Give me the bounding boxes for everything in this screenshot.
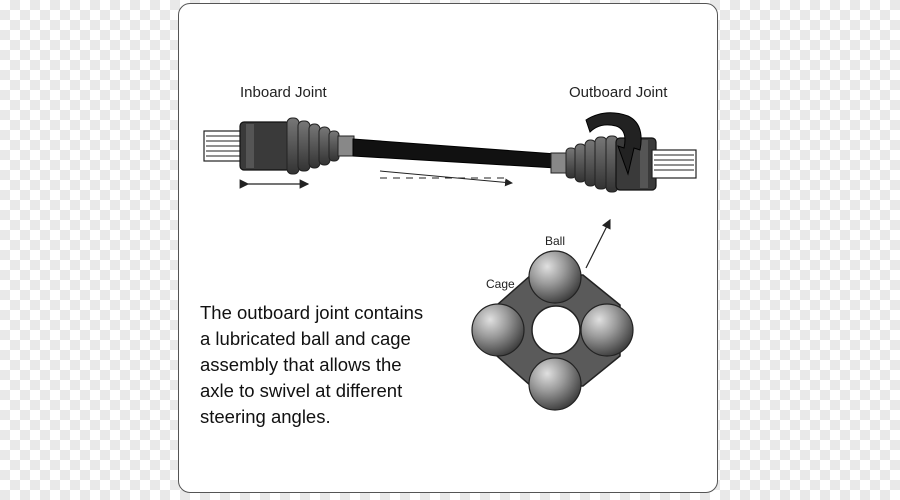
rotation-arrow-icon	[585, 112, 642, 176]
ball-top	[528, 250, 582, 304]
cage-label: Cage	[486, 277, 515, 291]
outboard-boot	[550, 135, 619, 193]
description-line: a lubricated ball and cage	[200, 328, 411, 349]
inboard-joint-housing	[239, 121, 291, 171]
diagram-panel	[178, 3, 718, 493]
description-line: assembly that allows the	[200, 354, 402, 375]
cage-center-hole	[531, 305, 581, 355]
inboard-boot	[286, 117, 355, 175]
angle-indicator	[379, 170, 513, 187]
description-line: axle to swivel at different	[200, 380, 403, 401]
ball-cage-assembly	[471, 250, 634, 411]
outboard-spline-stub	[651, 149, 697, 179]
description-line: The outboard joint contains	[200, 302, 424, 323]
ball-right	[580, 303, 634, 357]
ball-label: Ball	[545, 234, 566, 248]
outboard-joint-label: Outboard Joint	[569, 84, 668, 101]
description-line: steering angles.	[200, 406, 331, 427]
pointer-arrow	[585, 218, 611, 269]
ball-bottom	[528, 357, 582, 411]
description-text: The outboard joint contains a lubricated…	[200, 300, 490, 430]
inboard-spline-stub	[203, 130, 245, 162]
axle-shaft	[352, 138, 557, 169]
inboard-joint-label: Inboard Joint	[240, 84, 327, 101]
ball-left	[471, 303, 525, 357]
